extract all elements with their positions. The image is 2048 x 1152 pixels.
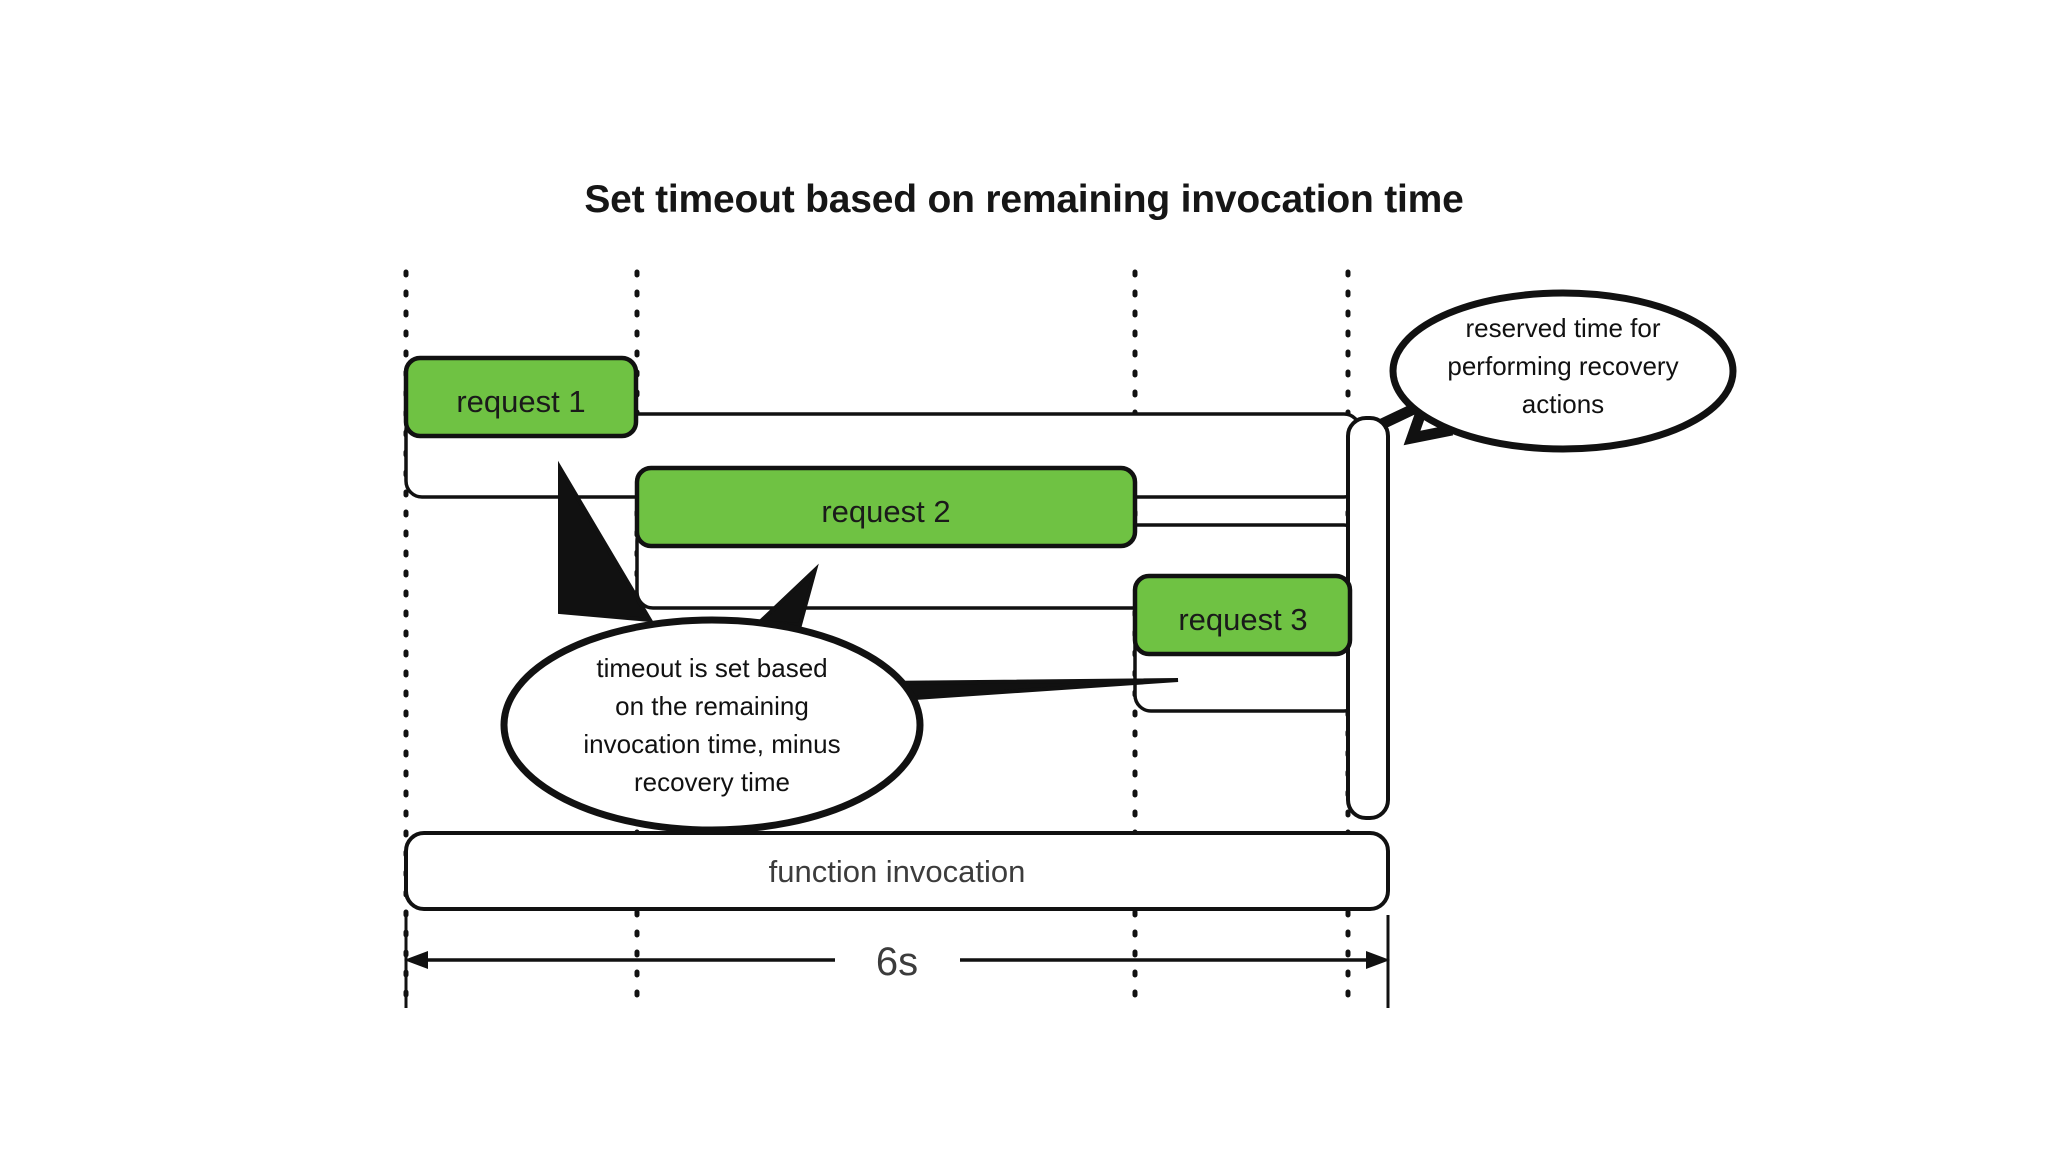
duration-label: 6s bbox=[876, 940, 918, 984]
callout-timeout: timeout is set based on the remaining in… bbox=[500, 460, 1179, 834]
callout-timeout-line-0: timeout is set based bbox=[596, 653, 827, 683]
callout-reserved-bubble bbox=[1389, 289, 1737, 453]
request-3-rect[interactable] bbox=[1132, 573, 1353, 657]
request-2-rect[interactable] bbox=[634, 465, 1138, 549]
request-1-label: request 1 bbox=[456, 384, 585, 419]
callout-reserved-line-1: performing recovery bbox=[1447, 351, 1678, 381]
callout-timeout-line-1: on the remaining bbox=[615, 691, 809, 721]
request-boxes: request 1 request 2 request 3 bbox=[403, 355, 1353, 657]
function-invocation-rect bbox=[404, 831, 1390, 911]
request-1-rect[interactable] bbox=[403, 355, 639, 439]
duration-measure: 6s bbox=[404, 915, 1390, 1008]
callout-reserved-time: reserved time for performing recovery ac… bbox=[1379, 289, 1737, 453]
function-invocation-bar: function invocation bbox=[404, 831, 1390, 911]
request-box-1[interactable]: request 1 bbox=[403, 355, 639, 439]
page-title: Set timeout based on remaining invocatio… bbox=[584, 178, 1464, 221]
callout-timeout-line-2: invocation time, minus bbox=[583, 729, 840, 759]
request-2-label: request 2 bbox=[821, 494, 950, 529]
callout-timeout-line-3: recovery time bbox=[634, 767, 790, 797]
request-box-2[interactable]: request 2 bbox=[634, 465, 1138, 549]
function-invocation-label: function invocation bbox=[769, 854, 1026, 889]
callout-reserved-line-0: reserved time for bbox=[1465, 313, 1660, 343]
callout-timeout-tail-left bbox=[558, 460, 654, 623]
measure-arrowhead-right bbox=[1366, 951, 1390, 969]
callout-reserved-tail bbox=[1379, 393, 1454, 446]
request-box-3[interactable]: request 3 bbox=[1132, 573, 1353, 657]
reserved-time-bar bbox=[1346, 416, 1390, 820]
callout-reserved-line-2: actions bbox=[1522, 389, 1604, 419]
request-3-label: request 3 bbox=[1178, 602, 1307, 637]
callout-timeout-bubble bbox=[500, 616, 924, 834]
measure-arrowhead-left bbox=[404, 951, 428, 969]
